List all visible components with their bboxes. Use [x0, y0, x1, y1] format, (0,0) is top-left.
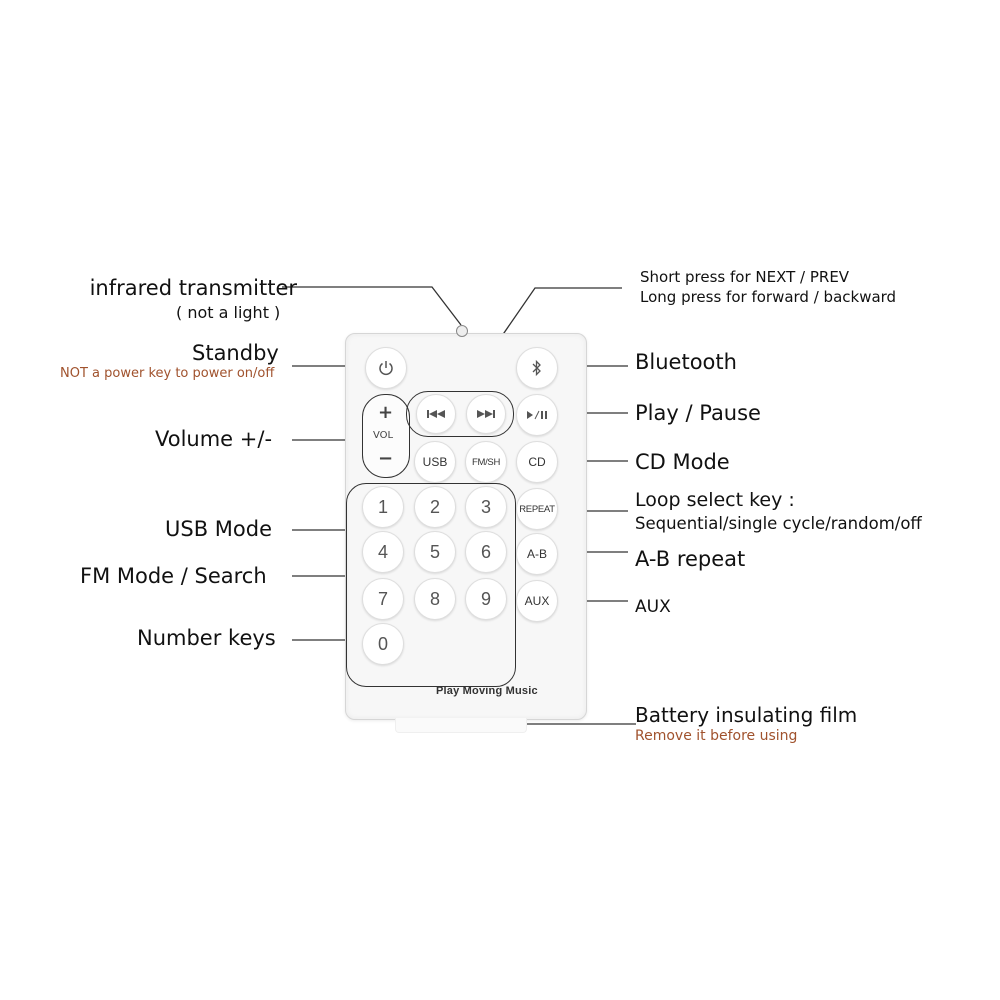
ab-repeat-label: A-B repeat — [635, 547, 746, 571]
aux-label: AUX — [635, 597, 671, 617]
infrared-note: ( not a light ) — [176, 303, 281, 322]
number-key-4[interactable]: 4 — [362, 531, 404, 573]
volume-label: VOL — [373, 430, 394, 441]
number-key-0[interactable]: 0 — [362, 623, 404, 665]
brand-text: Play Moving Music — [436, 685, 538, 697]
number-key-6[interactable]: 6 — [465, 531, 507, 573]
number-key-3[interactable]: 3 — [465, 486, 507, 528]
usb-mode-label: USB Mode — [165, 517, 272, 541]
number-keys-label: Number keys — [137, 626, 276, 650]
infrared-callout-line — [282, 286, 462, 326]
volume-down-button[interactable]: − — [378, 448, 394, 469]
play-pause-button[interactable] — [516, 394, 558, 436]
bluetooth-button[interactable] — [516, 347, 558, 389]
repeat-button[interactable]: REPEAT — [516, 488, 558, 530]
battery-note: Remove it before using — [635, 728, 798, 744]
power-icon — [379, 361, 393, 376]
cd-mode-button[interactable]: CD — [516, 441, 558, 483]
fm-search-button[interactable]: FM/SH — [465, 441, 507, 483]
play-pause-icon — [527, 410, 547, 420]
number-key-8[interactable]: 8 — [414, 578, 456, 620]
ab-repeat-button[interactable]: A-B — [516, 533, 558, 575]
number-key-1[interactable]: 1 — [362, 486, 404, 528]
number-key-5[interactable]: 5 — [414, 531, 456, 573]
loop-select-label: Loop select key : — [635, 489, 795, 511]
volume-up-button[interactable]: + — [378, 402, 394, 423]
next-track-icon — [477, 410, 495, 418]
bluetooth-icon — [532, 359, 541, 377]
number-key-2[interactable]: 2 — [414, 486, 456, 528]
prev-button[interactable] — [416, 394, 456, 434]
skip-line1: Short press for NEXT / PREV — [640, 268, 850, 286]
skip-button-group — [406, 391, 514, 437]
standby-button[interactable] — [365, 347, 407, 389]
infrared-transmitter — [456, 325, 468, 337]
number-key-7[interactable]: 7 — [362, 578, 404, 620]
usb-mode-button[interactable]: USB — [414, 441, 456, 483]
standby-label: Standby — [192, 341, 279, 365]
volume-label-text: Volume +/- — [155, 427, 273, 451]
battery-label: Battery insulating film — [635, 703, 858, 727]
cd-mode-label: CD Mode — [635, 450, 730, 474]
infrared-label: infrared transmitter — [89, 276, 297, 300]
bluetooth-label: Bluetooth — [635, 350, 737, 374]
volume-rocker[interactable] — [362, 394, 410, 478]
skip-line2: Long press for forward / backward — [640, 288, 897, 306]
battery-insulating-film[interactable] — [395, 718, 527, 733]
prev-track-icon — [427, 410, 445, 418]
play-pause-label: Play / Pause — [635, 401, 761, 425]
fm-mode-label: FM Mode / Search — [80, 564, 267, 588]
number-keys-group — [346, 483, 516, 687]
loop-select-desc: Sequential/single cycle/random/off — [635, 514, 922, 533]
aux-button[interactable]: AUX — [516, 580, 558, 622]
standby-note: NOT a power key to power on/off — [60, 366, 275, 381]
next-button[interactable] — [466, 394, 506, 434]
number-key-9[interactable]: 9 — [465, 578, 507, 620]
